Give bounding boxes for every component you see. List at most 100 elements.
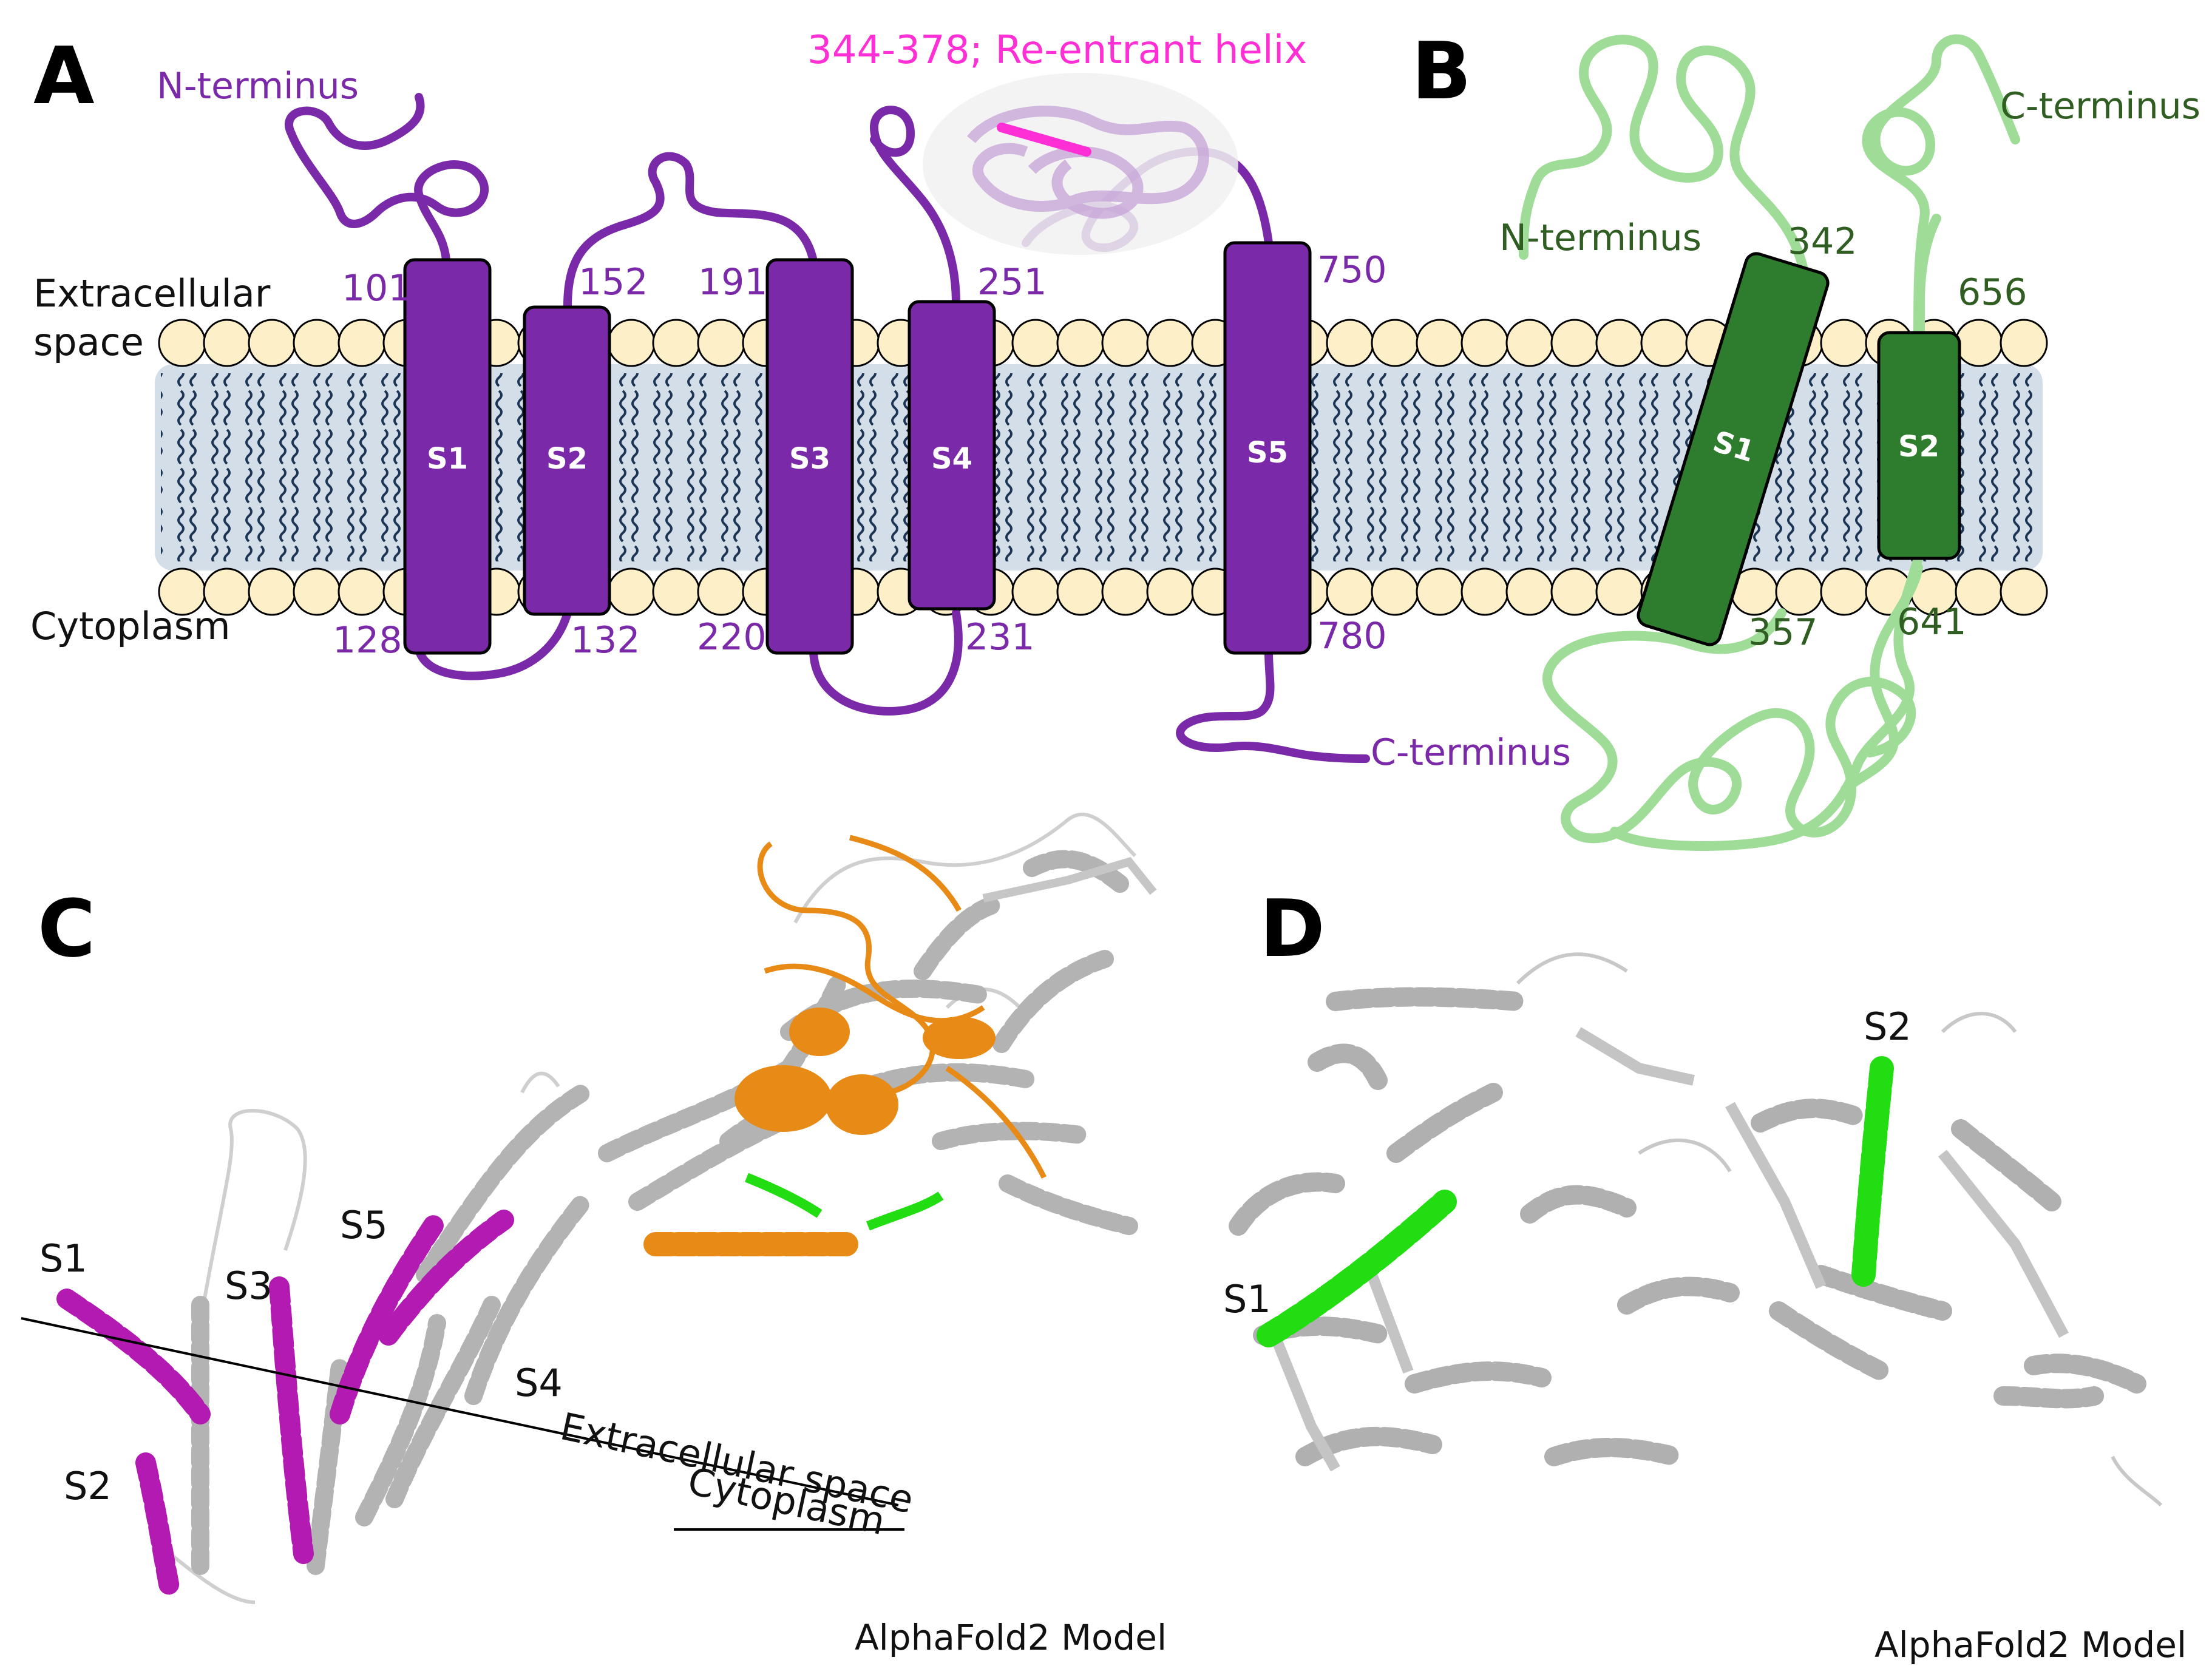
b-res-641: 641 <box>1897 601 1967 643</box>
lipid-head <box>697 319 745 367</box>
helix-a-s1-label: S1 <box>427 442 468 476</box>
reentrant-halo <box>923 73 1238 255</box>
a-res-780: 780 <box>1317 615 1387 657</box>
c-label-s5: S5 <box>340 1203 388 1247</box>
panel-d-structure <box>1229 952 2163 1507</box>
lipid-head <box>607 567 656 616</box>
lipid-head <box>1326 567 1374 616</box>
helix-a-s3: S3 <box>765 258 854 655</box>
lipid-head <box>1461 319 1509 367</box>
c-membrane-line-top <box>21 1317 899 1506</box>
d-grey-sheets <box>1269 1027 2069 1472</box>
c-label-s2: S2 <box>64 1464 112 1508</box>
helix-a-s3-label: S3 <box>789 442 830 476</box>
helix-a-s4-label: S4 <box>931 442 972 476</box>
c-coils <box>169 813 1137 1604</box>
c-terminal-loop <box>1176 648 1370 763</box>
helix-b-s2-label: S2 <box>1898 430 1939 464</box>
lipid-head <box>248 567 296 616</box>
lipid-head <box>203 319 251 367</box>
lipid-head <box>1820 567 1868 616</box>
lipid-head <box>607 319 656 367</box>
d-grey-helices <box>1229 987 2146 1466</box>
lipid-head <box>1146 567 1195 616</box>
loop-s1-s2 <box>415 609 572 680</box>
lipid-head <box>1820 319 1868 367</box>
lipid-head <box>248 319 296 367</box>
b-c-terminus: C-terminus <box>2000 85 2200 127</box>
panel-d-letter: D <box>1260 882 1325 975</box>
loop-s2-s3 <box>563 152 818 311</box>
reentrant-helix-region <box>923 73 1238 255</box>
a-cytoplasm: Cytoplasm <box>30 604 231 648</box>
d-helix-s1 <box>1257 1190 1457 1347</box>
d-helix-s2 <box>1851 1056 1894 1287</box>
a-extracellular-line2: space <box>33 320 144 364</box>
c-orange-solid <box>735 1008 996 1135</box>
lipid-head <box>1550 567 1599 616</box>
lipid-head <box>1056 319 1105 367</box>
c-helix-s5a <box>330 1210 447 1424</box>
b-res-357: 357 <box>1748 611 1818 654</box>
panel-a-helices: S1 S2 S3 S4 S5 <box>403 241 1312 655</box>
helix-a-s1: S1 <box>403 258 492 655</box>
lipid-head <box>1146 319 1195 367</box>
c-model-label: AlphaFold2 Model <box>855 1617 1167 1658</box>
panel-b-labels: B N-terminus C-terminus 342 357 656 641 <box>1411 25 2200 654</box>
a-n-terminus: N-terminus <box>157 65 359 107</box>
d-label-s1: S1 <box>1223 1277 1271 1321</box>
lipid-head <box>652 319 701 367</box>
lipid-head <box>1011 567 1060 616</box>
panel-a-letter: A <box>33 30 95 122</box>
c-helix-s1 <box>56 1289 211 1424</box>
b-res-342: 342 <box>1788 220 1857 263</box>
b-n-terminal-loop <box>1519 35 1808 272</box>
a-res-750: 750 <box>1317 249 1387 291</box>
lipid-head <box>1505 319 1554 367</box>
b-s2-bottom-loop <box>1841 563 1923 794</box>
lipid-head <box>1461 567 1509 616</box>
n-terminal-loop <box>285 93 489 264</box>
d-green-helices <box>1257 1056 1894 1347</box>
lipid-head <box>1640 319 1689 367</box>
a-extracellular-line1: Extracellular <box>33 271 271 316</box>
c-magenta-helices <box>56 1210 514 1600</box>
lipid-head <box>697 567 745 616</box>
lipid-head <box>338 567 386 616</box>
helix-b-s1: S1 <box>1637 252 1830 646</box>
lipid-head <box>338 319 386 367</box>
d-model-label: AlphaFold2 Model <box>1874 1624 2187 1665</box>
loop-s3-s4 <box>809 609 963 716</box>
helix-a-s5: S5 <box>1223 241 1312 655</box>
lipid-head <box>293 567 341 616</box>
c-label-s3: S3 <box>225 1264 273 1308</box>
c-label-s1: S1 <box>39 1236 87 1281</box>
helix-b-s2: S2 <box>1877 331 1961 560</box>
lipid-head <box>1371 319 1419 367</box>
lipid-head <box>1775 567 1824 616</box>
d-label-s2: S2 <box>1864 1004 1912 1049</box>
a-c-terminus: C-terminus <box>1371 731 1571 774</box>
lipid-head <box>1955 319 2003 367</box>
c-grey-sheets <box>982 856 1157 903</box>
lipid-head <box>1595 567 1644 616</box>
lipid-head <box>652 567 701 616</box>
helix-a-s4: S4 <box>908 300 996 611</box>
lipid-head <box>1011 319 1060 367</box>
helix-a-s2: S2 <box>523 305 611 616</box>
helix-a-s2-label: S2 <box>546 442 588 476</box>
panel-b-letter: B <box>1411 25 1471 117</box>
c-label-s4: S4 <box>515 1361 563 1405</box>
lipid-head <box>1505 567 1554 616</box>
lipid-head <box>1101 567 1150 616</box>
panel-b-loops <box>1519 34 2020 851</box>
b-n-terminus: N-terminus <box>1499 217 1701 259</box>
panel-b-helices: S1 S2 <box>1637 252 1961 646</box>
panel-d-labels: D S1 S2 AlphaFold2 Model <box>1223 882 2187 1665</box>
loop-s4-reentrant <box>869 106 960 308</box>
a-res-101: 101 <box>342 267 412 310</box>
c-helix-s2 <box>135 1452 180 1600</box>
lipid-head <box>2000 319 2048 367</box>
lipid-head <box>1416 567 1464 616</box>
